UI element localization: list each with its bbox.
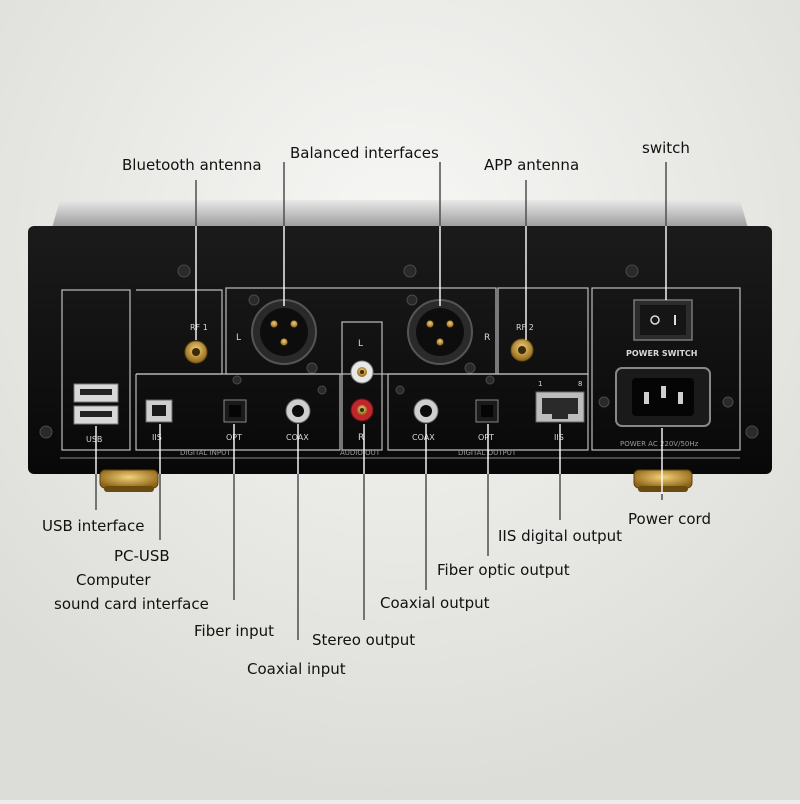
iis-input-panel-label: IIS bbox=[152, 433, 162, 442]
rca-right-jack-icon bbox=[350, 398, 374, 422]
coaxial-output-label: Coaxial output bbox=[380, 594, 490, 612]
opt-output-panel-label: OPT bbox=[478, 433, 494, 442]
pc-usb-label-line2: Computer bbox=[76, 571, 151, 589]
rf2-label: RF 2 bbox=[516, 323, 534, 332]
power-switch-label: POWER SWITCH bbox=[626, 349, 697, 358]
bluetooth-antenna-label: Bluetooth antenna bbox=[122, 156, 262, 174]
screw-icon bbox=[485, 375, 495, 385]
screw-icon bbox=[248, 294, 260, 306]
rf2-section-outline bbox=[497, 287, 589, 375]
xlr-left-connector-icon bbox=[251, 299, 317, 365]
screw-icon bbox=[598, 396, 610, 408]
xlr-right-connector-icon bbox=[407, 299, 473, 365]
digital-input-section-label: DIGITAL INPUT bbox=[180, 449, 231, 457]
power-rating-label: POWER AC 220V/50Hz bbox=[620, 440, 699, 448]
xlr-left-label: L bbox=[236, 333, 241, 343]
fiber-optic-output-label: Fiber optic output bbox=[437, 561, 570, 579]
audio-out-section-label: AUDIO OUT bbox=[340, 449, 381, 457]
coax-output-jack-icon bbox=[413, 398, 439, 424]
coaxial-input-label: Coaxial input bbox=[247, 660, 346, 678]
screw-icon bbox=[464, 362, 476, 374]
rf1-label: RF 1 bbox=[190, 323, 208, 332]
power-rocker-switch-icon bbox=[633, 299, 693, 341]
usb-panel-label: USB bbox=[86, 435, 102, 444]
usb-b-port-icon bbox=[145, 399, 173, 423]
audio-out-outline bbox=[341, 321, 383, 451]
iis-output-panel-label: IIS bbox=[554, 433, 564, 442]
screw-icon bbox=[232, 375, 242, 385]
chassis-top-edge bbox=[52, 200, 748, 228]
stereo-output-label: Stereo output bbox=[312, 631, 416, 649]
usb-port-icon bbox=[73, 383, 119, 425]
optical-input-port-icon bbox=[223, 399, 247, 423]
rj45-pin1-label: 1 bbox=[538, 380, 542, 388]
screw-icon bbox=[406, 294, 418, 306]
rj45-pin8-label: 8 bbox=[578, 380, 582, 388]
rf2-antenna-connector-icon bbox=[510, 338, 534, 362]
screw-icon bbox=[306, 362, 318, 374]
coax-input-jack-icon bbox=[285, 398, 311, 424]
screw-icon bbox=[745, 425, 759, 439]
screw-icon bbox=[722, 396, 734, 408]
fiber-input-label: Fiber input bbox=[194, 622, 274, 640]
screw-icon bbox=[403, 264, 417, 278]
pc-usb-label: PC-USB Computer sound card interface bbox=[54, 544, 214, 616]
screw-icon bbox=[317, 385, 327, 395]
app-antenna-label: APP antenna bbox=[484, 156, 580, 174]
rca-left-label: L bbox=[358, 339, 363, 349]
switch-label: switch bbox=[642, 139, 690, 157]
iec-power-inlet-icon bbox=[615, 367, 711, 427]
foot-icon bbox=[99, 469, 159, 492]
balanced-interfaces-label: Balanced interfaces bbox=[290, 144, 439, 162]
screw-icon bbox=[39, 425, 53, 439]
pc-usb-label-line1: PC-USB bbox=[114, 547, 170, 565]
iis-digital-output-label: IIS digital output bbox=[498, 527, 622, 545]
foot-icon bbox=[633, 469, 693, 492]
optical-output-port-icon bbox=[475, 399, 499, 423]
coax-output-panel-label: COAX bbox=[412, 433, 435, 442]
rca-right-label: R bbox=[358, 433, 364, 443]
screw-icon bbox=[395, 385, 405, 395]
power-cord-label: Power cord bbox=[628, 510, 711, 528]
pc-usb-label-line3: sound card interface bbox=[54, 595, 209, 613]
usb-interface-label: USB interface bbox=[42, 517, 145, 535]
rca-left-jack-icon bbox=[350, 360, 374, 384]
screw-icon bbox=[177, 264, 191, 278]
rj45-iis-output-port-icon bbox=[535, 391, 585, 423]
xlr-right-label: R bbox=[484, 333, 490, 343]
rf1-antenna-connector-icon bbox=[184, 340, 208, 364]
screw-icon bbox=[625, 264, 639, 278]
